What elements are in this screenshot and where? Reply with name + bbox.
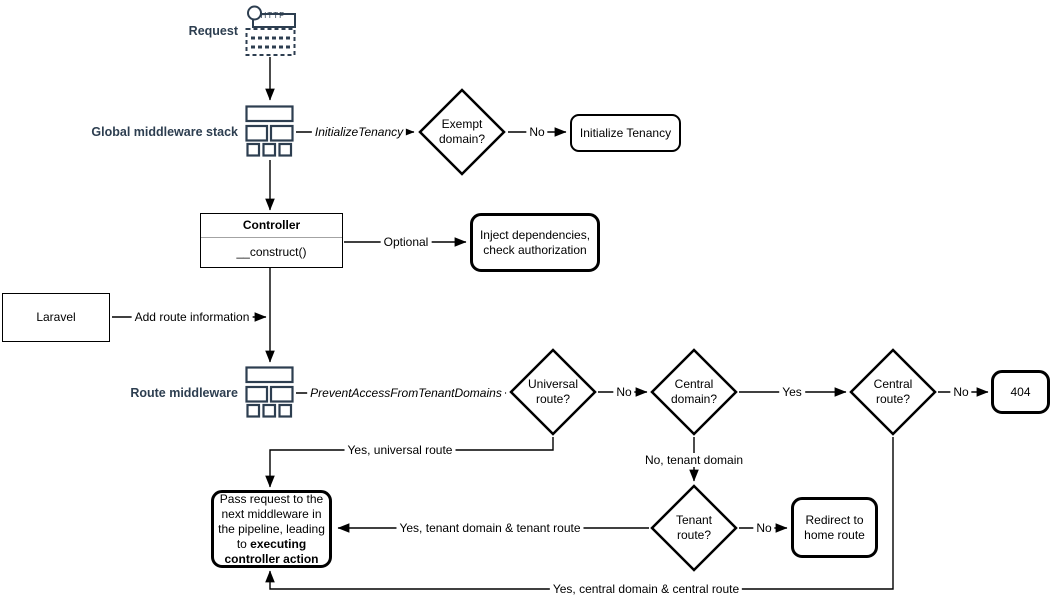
http-request-icon	[245, 4, 297, 57]
decision-central-domain-text: Central domain?	[670, 377, 718, 406]
controller-method: __construct()	[236, 245, 307, 259]
edge-label-no-tenant-domain: No, tenant domain	[641, 453, 747, 467]
edge-label-tenant-no: No	[753, 521, 775, 535]
controller-title: Controller	[201, 214, 342, 238]
inject-dependencies-node: Inject dependencies, check authorization	[470, 213, 600, 272]
pass-request-text: Pass request to the next middleware in t…	[218, 491, 325, 566]
pass-request-node: Pass request to the next middleware in t…	[211, 490, 332, 568]
initialize-tenancy-node: Initialize Tenancy	[570, 114, 681, 152]
redirect-home-node: Redirect to home route	[791, 497, 878, 558]
request-label: Request	[188, 24, 238, 38]
decision-tenant-route: Tenant route?	[650, 484, 738, 572]
edge-label-yes-universal-route: Yes, universal route	[344, 443, 456, 457]
middleware-stack-icon	[245, 105, 295, 157]
decision-exempt-domain: Exempt domain?	[418, 88, 506, 176]
route-middleware-label: Route middleware	[130, 386, 238, 400]
edge-label-yes-tenant-domain-route: Yes, tenant domain & tenant route	[396, 521, 584, 535]
edge-label-universal-no: No	[613, 385, 635, 399]
edge-label-add-route-information: Add route information	[131, 310, 253, 324]
edge-label-optional: Optional	[380, 235, 432, 249]
edge-label-central-route-no: No	[950, 385, 972, 399]
middleware-stack-icon	[245, 366, 295, 418]
not-found-node: 404	[991, 370, 1050, 414]
edge-label-prevent-access: PreventAccessFromTenantDomains	[307, 386, 505, 400]
edge-label-exempt-no: No	[526, 125, 548, 139]
decision-exempt-domain-text: Exempt domain?	[438, 117, 486, 146]
edge-label-initialize-tenancy: InitializeTenancy	[311, 125, 407, 139]
edge-label-yes-central-domain-route: Yes, central domain & central route	[549, 582, 743, 596]
decision-central-route: Central route?	[849, 348, 937, 436]
edge-label-central-domain-yes: Yes	[779, 385, 805, 399]
decision-universal-route-text: Universal route?	[527, 377, 578, 406]
http-badge: HTTP	[260, 11, 286, 20]
laravel-node: Laravel	[2, 293, 110, 342]
decision-tenant-route-text: Tenant route?	[675, 513, 713, 542]
decision-universal-route: Universal route?	[509, 348, 597, 436]
decision-central-domain: Central domain?	[650, 348, 738, 436]
decision-central-route-text: Central route?	[873, 377, 913, 406]
pass-request-bold-text: executing controller action	[224, 536, 319, 566]
controller-node: Controller __construct()	[200, 213, 343, 268]
global-middleware-stack-label: Global middleware stack	[91, 125, 238, 139]
